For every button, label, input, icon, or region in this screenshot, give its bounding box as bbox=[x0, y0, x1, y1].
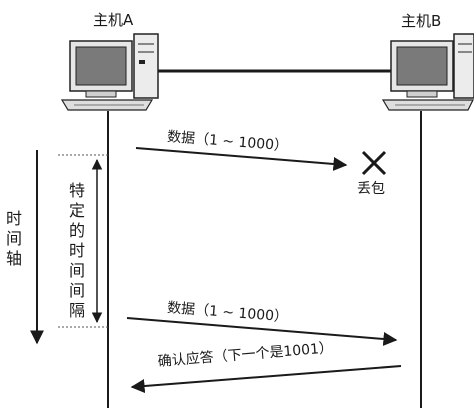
interval-char: 定 bbox=[68, 201, 85, 220]
arrow-resend-data bbox=[126, 317, 398, 346]
interval-char: 时 bbox=[68, 241, 85, 260]
interval-label: 特 定 的 时 间 间 隔 bbox=[67, 181, 87, 321]
time-axis-char: 间 bbox=[5, 229, 22, 248]
interval-char: 间 bbox=[68, 261, 85, 280]
interval-bracket bbox=[58, 154, 108, 328]
computer-b-icon bbox=[381, 33, 474, 111]
packet-loss-label: 丢包 bbox=[357, 181, 385, 197]
host-b-label: 主机B bbox=[401, 12, 442, 30]
arrow-ack bbox=[130, 365, 402, 393]
time-axis-char: 轴 bbox=[5, 249, 22, 268]
interval-char: 隔 bbox=[68, 301, 85, 320]
packet-loss-icon bbox=[361, 150, 387, 176]
host-a-label: 主机A bbox=[93, 11, 134, 29]
arrow-first-data bbox=[135, 147, 348, 171]
time-axis-char: 时 bbox=[5, 209, 22, 228]
computer-a-icon bbox=[60, 33, 159, 111]
interval-char: 间 bbox=[68, 281, 85, 300]
interval-char: 的 bbox=[68, 221, 85, 240]
time-axis-label: 时 间 轴 bbox=[4, 209, 24, 269]
interval-char: 特 bbox=[68, 181, 85, 200]
